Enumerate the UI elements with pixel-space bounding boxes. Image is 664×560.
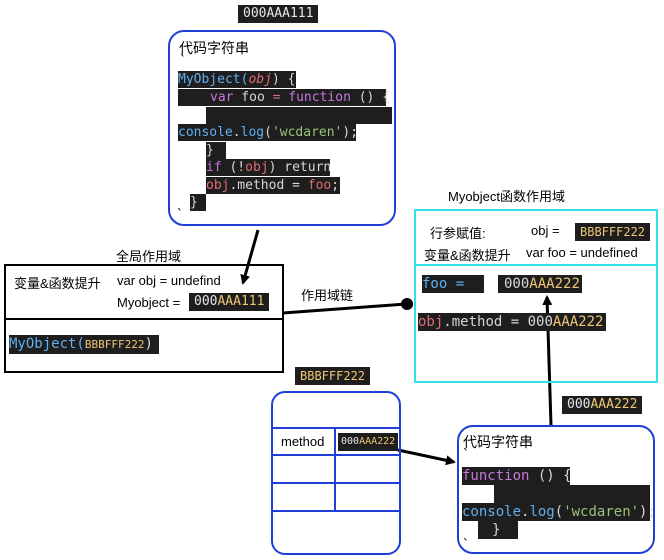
scope-chain-label: 作用域链: [301, 288, 354, 303]
global-myobject-label: Myobject =: [117, 295, 181, 310]
code2-backtick-open: `: [462, 448, 470, 463]
code1-line-6: if (!obj) return: [206, 159, 332, 176]
heap-grid-h2: [272, 454, 400, 456]
heap-address-tag: BBBFFF222: [295, 367, 371, 385]
heap-method-value: 000AAA222: [338, 433, 399, 451]
scope-chain-dot: [401, 298, 413, 310]
code2-title: 代码字符串: [463, 434, 533, 450]
global-scope-title: 全局作用域: [116, 249, 182, 264]
func-method-line: obj.method = 000AAA222: [418, 313, 606, 331]
code1-line-7: obj.method = foo;: [206, 177, 340, 194]
global-var-obj: var obj = undefind: [117, 273, 221, 288]
code1-title: 代码字符串: [179, 40, 249, 56]
arrow-heap-to-code2: [397, 448, 456, 466]
heap-method-key: method: [281, 434, 325, 449]
code1-backtick-open: `: [179, 54, 187, 69]
code2-backtick-close: `: [462, 538, 470, 553]
func-param-label: 行参赋值:: [430, 226, 486, 241]
code2-line-2: console.log('wcdaren');: [462, 503, 656, 521]
heap-grid-h4: [272, 510, 400, 512]
global-hoist-label: 变量&函数提升: [14, 276, 101, 291]
heap-object-box: [271, 391, 401, 555]
code1-line-8: }: [190, 194, 206, 211]
code1-backtick-close: `: [176, 208, 184, 223]
func-foo-value: 000AAA222: [498, 275, 582, 293]
global-myobject-value: 000AAA111: [189, 293, 270, 311]
func-scope-divider: [414, 264, 658, 266]
code1-line-3: [206, 107, 392, 124]
code2-address-tag: 000AAA222: [562, 396, 643, 414]
arrow-code1-to-myobject: [240, 229, 260, 285]
func-obj-value: BBBFFF222: [575, 223, 651, 241]
func-var-foo: var foo = undefined: [526, 245, 638, 260]
code-block-2: [457, 425, 655, 554]
code1-line-5: }: [206, 142, 226, 159]
global-call-line: MyObject(BBBFFF222): [9, 335, 159, 354]
func-foo-label: foo =: [422, 275, 484, 293]
code-block-1: [168, 30, 396, 226]
func-hoist-label: 变量&函数提升: [424, 248, 511, 263]
global-scope-divider: [4, 318, 284, 320]
code1-line-4: console.log('wcdaren');: [178, 124, 359, 141]
scope-chain-line: [282, 302, 407, 315]
code2-line-1: function () {: [462, 467, 572, 485]
func-obj-label: obj =: [531, 223, 560, 238]
code1-line-2: var foo = function () {: [178, 89, 390, 106]
heap-grid-v: [334, 427, 336, 512]
heap-grid-h1: [272, 427, 400, 429]
code1-address-tag: 000AAA111: [238, 5, 319, 23]
code1-line-1: MyObject(obj) {: [178, 71, 296, 88]
func-scope-box: [414, 209, 658, 383]
func-scope-title: Myobject函数作用域: [448, 189, 566, 204]
heap-grid-h3: [272, 482, 400, 484]
code2-line-3: }: [478, 521, 518, 539]
code2-line-blank: [494, 485, 650, 503]
